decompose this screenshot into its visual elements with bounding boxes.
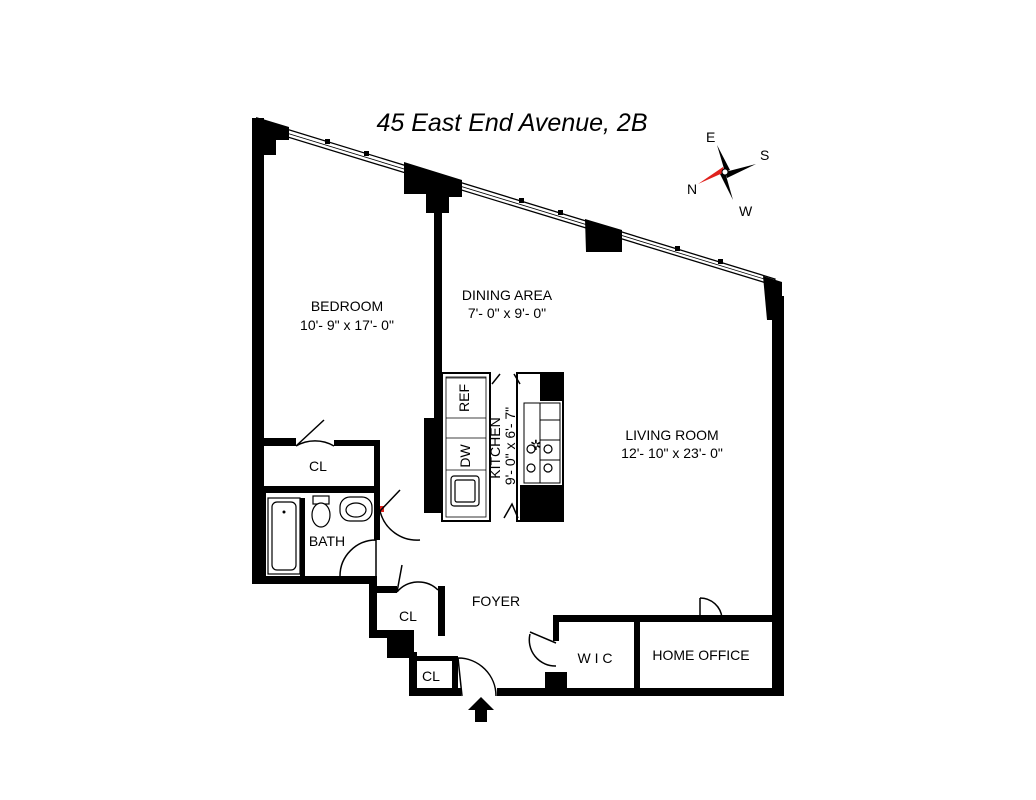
bathroom bbox=[262, 489, 421, 582]
dining-label: DINING AREA bbox=[462, 287, 553, 303]
dw-label: DW bbox=[457, 444, 473, 468]
kitchen: ✲ REF DW bbox=[441, 372, 564, 522]
bedroom-closet bbox=[262, 419, 380, 493]
bedroom-closet-label: CL bbox=[309, 458, 327, 474]
entry-closet bbox=[414, 656, 497, 697]
stove-burners-icon bbox=[526, 444, 553, 473]
office-label: HOME OFFICE bbox=[652, 647, 749, 663]
bedroom-label: BEDROOM bbox=[311, 298, 383, 314]
compass-needle bbox=[698, 167, 725, 184]
bedroom-partition bbox=[434, 205, 442, 505]
svg-text:E: E bbox=[706, 129, 715, 145]
bath-label: BATH bbox=[309, 533, 345, 549]
wic-walls bbox=[528, 597, 775, 695]
wic-label: W I C bbox=[578, 650, 613, 666]
bedroom-dims: 10'- 9" x 17'- 0" bbox=[300, 317, 394, 333]
plan-title: 45 East End Avenue, 2B bbox=[376, 109, 647, 137]
svg-text:W: W bbox=[739, 203, 753, 219]
foyer-closet-label: CL bbox=[399, 608, 417, 624]
living-label: LIVING ROOM bbox=[625, 427, 718, 443]
ref-label: REF bbox=[456, 384, 472, 412]
svg-text:S: S bbox=[760, 147, 769, 163]
entry-arrow-icon bbox=[468, 697, 494, 722]
kitchen-label: KITCHEN bbox=[487, 417, 503, 478]
compass-icon: E S N W bbox=[687, 129, 769, 219]
foyer-label: FOYER bbox=[472, 593, 520, 609]
exterior-walls bbox=[252, 118, 784, 696]
dining-dims: 7'- 0" x 9'- 0" bbox=[468, 305, 546, 321]
kitchen-dims: 9'- 0" x 6'- 7" bbox=[502, 407, 518, 485]
living-dims: 12'- 10" x 23'- 0" bbox=[621, 445, 723, 461]
entry-closet-label: CL bbox=[422, 668, 440, 684]
svg-text:N: N bbox=[687, 181, 697, 197]
foyer-closet bbox=[375, 564, 445, 636]
svg-text:✲: ✲ bbox=[530, 437, 542, 453]
